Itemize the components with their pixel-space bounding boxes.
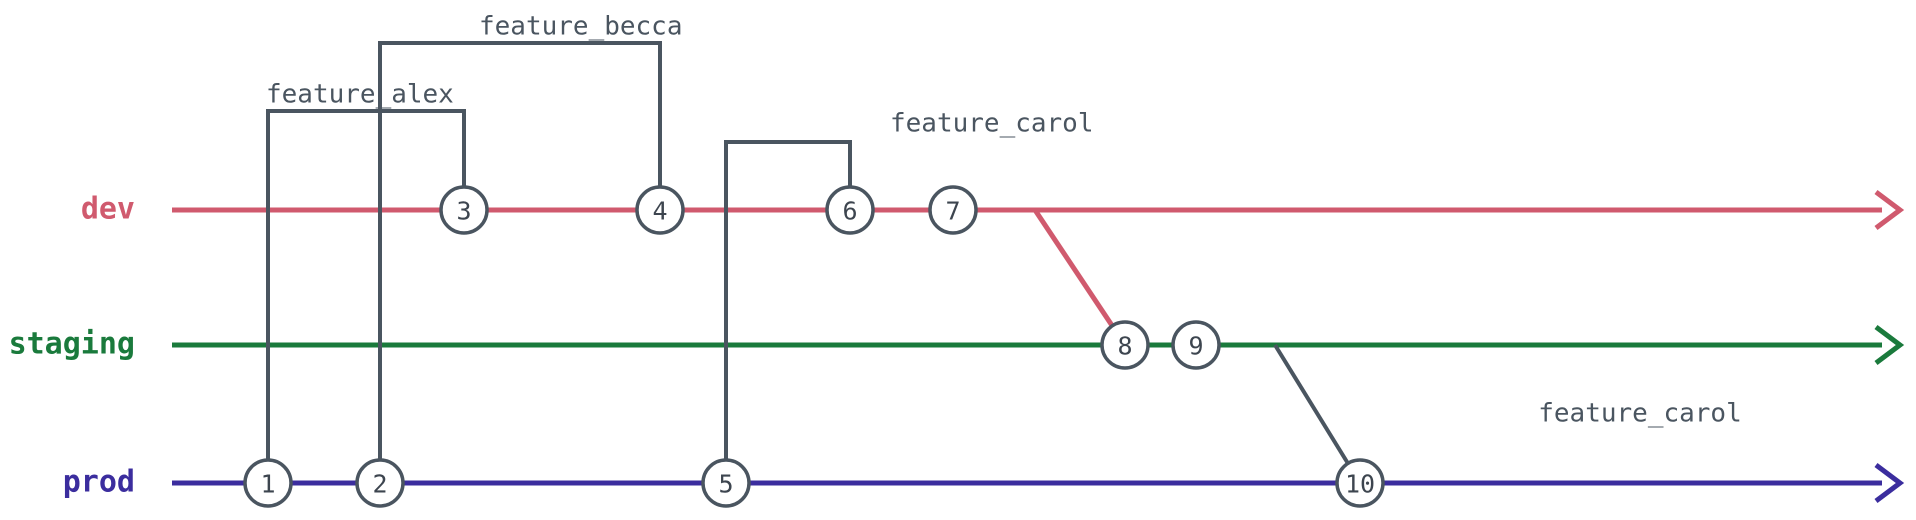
commit-circle — [1100, 320, 1150, 370]
feature-branch-label-feature-alex: feature_alex — [266, 80, 454, 110]
branch-label-staging: staging — [9, 327, 135, 362]
feature-branch-path-feature-becca[interactable] — [378, 41, 662, 483]
commit-label: 5 — [718, 470, 733, 499]
commit-node-5[interactable]: 5 — [701, 458, 751, 508]
feature-branch-paths — [266, 41, 1362, 485]
commit-node-2[interactable]: 2 — [355, 458, 405, 508]
feature-branch-label-feature-carol-2: feature_carol — [1538, 399, 1742, 429]
commit-circle — [928, 185, 978, 235]
branch-label-dev: dev — [81, 192, 135, 227]
branch-lane-prod[interactable]: prod — [63, 463, 1905, 503]
commit-node-8[interactable]: 8 — [1100, 320, 1150, 370]
commit-label: 8 — [1117, 332, 1132, 361]
commit-circle — [635, 185, 685, 235]
commit-nodes: 1 2 3 4 5 6 — [243, 185, 1385, 508]
feature-branch-path-feature-alex[interactable] — [266, 109, 466, 483]
commit-node-3[interactable]: 3 — [439, 185, 489, 235]
feature-branch-label-feature-carol-1: feature_carol — [890, 109, 1094, 139]
commit-circle — [825, 185, 875, 235]
feature-branch-label-feature-becca: feature_becca — [479, 12, 683, 42]
commit-label: 9 — [1188, 332, 1203, 361]
commit-node-4[interactable]: 4 — [635, 185, 685, 235]
commit-circle — [439, 185, 489, 235]
commit-label: 7 — [945, 197, 960, 226]
branch-label-prod: prod — [63, 465, 135, 500]
commit-node-7[interactable]: 7 — [928, 185, 978, 235]
commit-label: 4 — [652, 197, 667, 226]
commit-circle — [355, 458, 405, 508]
branch-arrow-prod — [1874, 463, 1905, 503]
commit-circle — [701, 458, 751, 508]
feature-branch-path-feature-carol-2[interactable] — [1273, 343, 1362, 485]
branch-arrow-dev — [1874, 190, 1905, 230]
commit-circle — [1171, 320, 1221, 370]
commit-label: 6 — [842, 197, 857, 226]
commit-node-6[interactable]: 6 — [825, 185, 875, 235]
commit-circle — [243, 458, 293, 508]
commit-node-10[interactable]: 10 — [1335, 458, 1385, 508]
feature-branch-labels: feature_alex feature_becca feature_carol… — [266, 12, 1742, 429]
commit-label: 1 — [260, 470, 275, 499]
merge-paths — [1032, 208, 1128, 347]
branch-lanes: dev staging prod — [9, 190, 1905, 503]
branch-lane-staging[interactable]: staging — [9, 325, 1905, 365]
branch-arrow-staging — [1874, 325, 1905, 365]
merge-path-dev-to-staging[interactable] — [1032, 208, 1128, 347]
commit-label: 10 — [1345, 470, 1375, 499]
branch-lane-dev[interactable]: dev — [81, 190, 1905, 230]
commit-circle — [1335, 458, 1385, 508]
feature-branch-path-feature-carol-1[interactable] — [724, 140, 852, 483]
commit-node-1[interactable]: 1 — [243, 458, 293, 508]
commit-label: 3 — [456, 197, 471, 226]
commit-label: 2 — [372, 470, 387, 499]
commit-node-9[interactable]: 9 — [1171, 320, 1221, 370]
